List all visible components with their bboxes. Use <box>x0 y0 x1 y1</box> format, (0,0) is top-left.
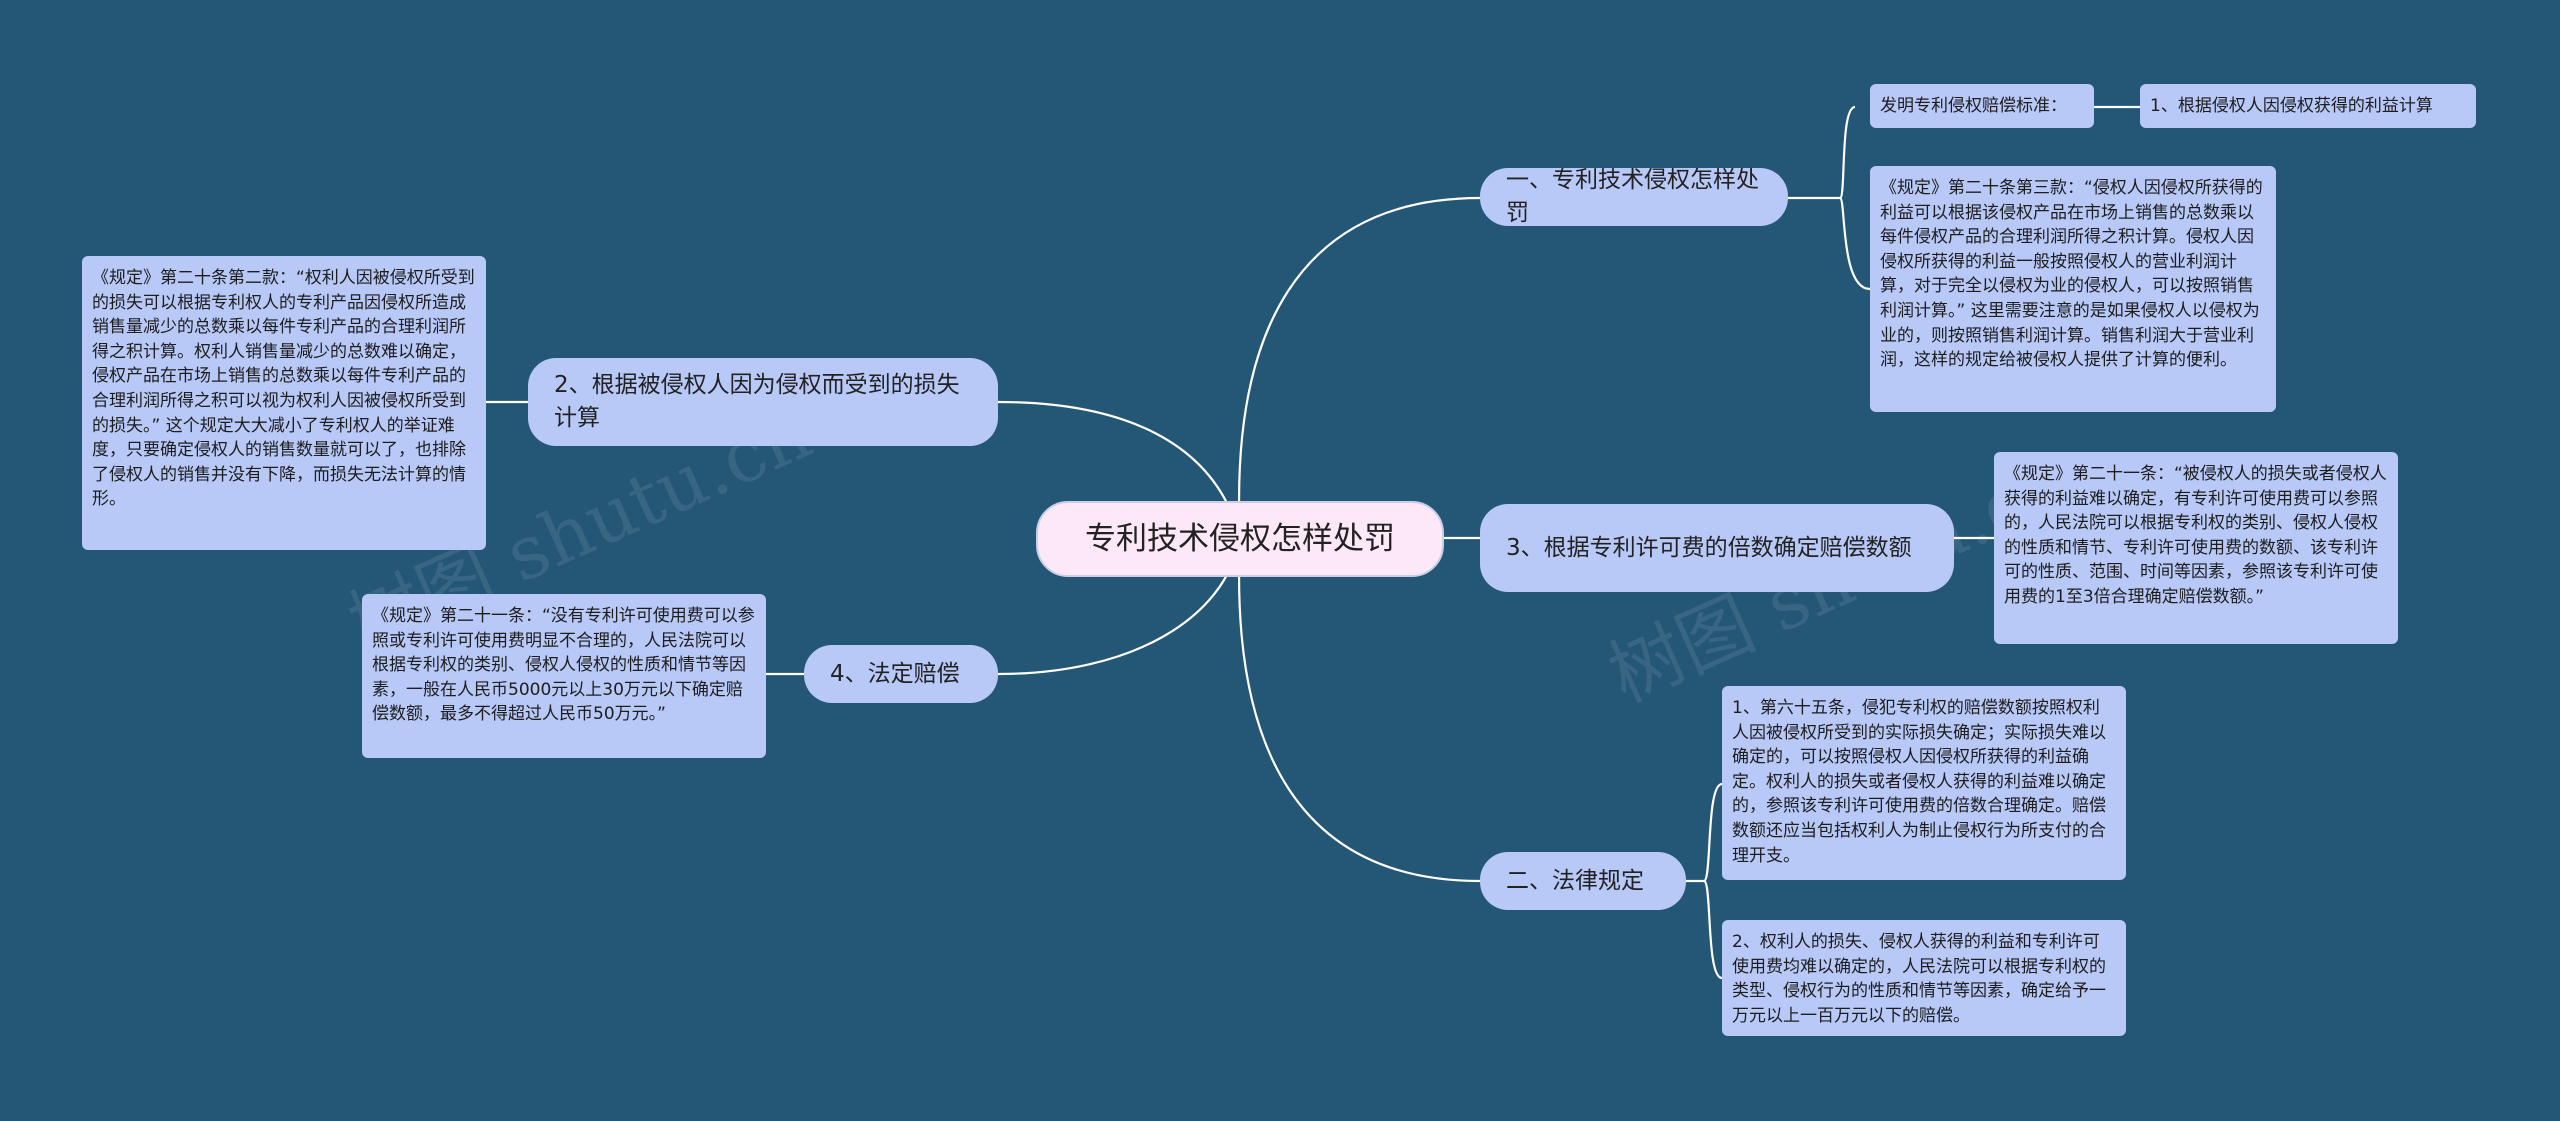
leaf-node-article20-2[interactable]: 《规定》第二十条第二款：“权利人因被侵权所受到的损失可以根据专利权人的专利产品因… <box>82 256 486 550</box>
leaf-node-article65[interactable]: 1、第六十五条，侵犯专利权的赔偿数额按照权利人因被侵权所受到的实际损失确定；实际… <box>1722 686 2126 880</box>
link-b5-l5a <box>1686 782 1723 883</box>
link-b1-l1a <box>1788 105 1856 200</box>
branch-node-penalty[interactable]: 一、专利技术侵权怎样处罚 <box>1480 167 1788 226</box>
link-b1-l1b <box>1838 196 1871 291</box>
leaf-node-article21-fee[interactable]: 《规定》第二十一条：“被侵权人的损失或者侵权人获得的利益难以确定，有专利许可使用… <box>1994 452 2398 644</box>
link-b5-l5b <box>1702 879 1723 980</box>
root-node[interactable]: 专利技术侵权怎样处罚 <box>1036 501 1444 577</box>
link-root-b5 <box>1238 537 1481 883</box>
leaf-node-standard[interactable]: 发明专利侵权赔偿标准： <box>1870 84 2094 128</box>
branch-node-loss-calc[interactable]: 2、根据被侵权人因为侵权而受到的损失计算 <box>528 358 998 446</box>
branch-node-license-fee[interactable]: 3、根据专利许可费的倍数确定赔偿数额 <box>1480 504 1954 592</box>
leaf-node-article20-3[interactable]: 《规定》第二十条第三款：“侵权人因侵权所获得的利益可以根据该侵权产品在市场上销售… <box>1870 166 2276 412</box>
leaf-node-profit-calc[interactable]: 1、根据侵权人因侵权获得的利益计算 <box>2140 84 2476 128</box>
branch-node-legal[interactable]: 二、法律规定 <box>1480 852 1686 910</box>
link-root-b1 <box>1238 196 1481 539</box>
leaf-node-article21-statutory[interactable]: 《规定》第二十一条：“没有专利许可使用费可以参照或专利许可使用费明显不合理的，人… <box>362 594 766 758</box>
leaf-node-court-discretion[interactable]: 2、权利人的损失、侵权人获得的利益和专利许可使用费均难以确定的，人民法院可以根据… <box>1722 920 2126 1036</box>
branch-node-statutory[interactable]: 4、法定赔偿 <box>804 645 998 703</box>
